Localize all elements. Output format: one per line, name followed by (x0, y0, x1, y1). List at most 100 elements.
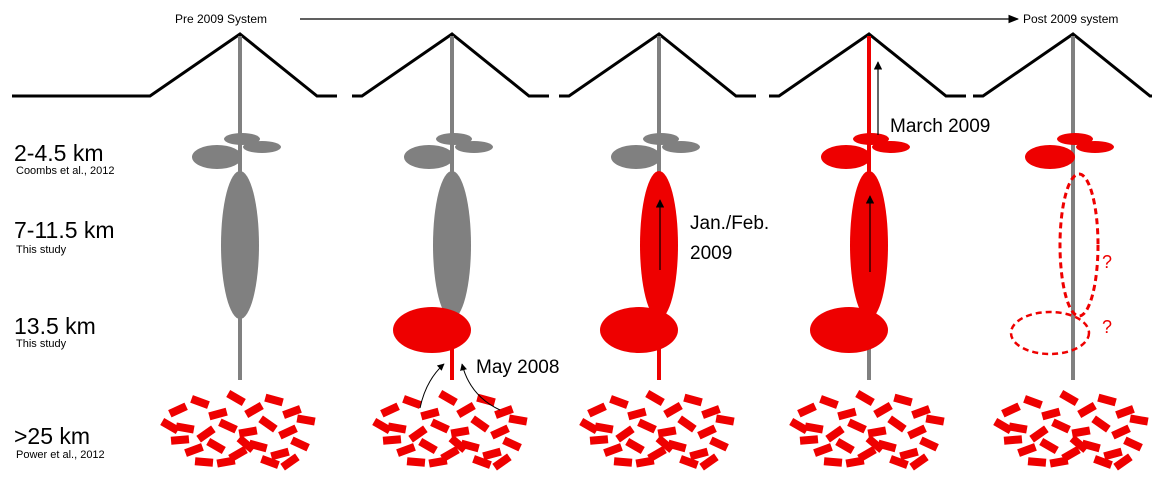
shallow-reservoir (611, 145, 661, 169)
deep-magma-blob (677, 416, 696, 433)
deep-magma-blob (402, 395, 422, 409)
deep-magma-blob (847, 419, 867, 434)
deep-magma-blob (264, 394, 283, 406)
deep-magma-blob (625, 438, 645, 454)
ascent-arrow (420, 364, 444, 408)
shallow-reservoir (1025, 145, 1075, 169)
deep-magma-blob (438, 390, 458, 406)
deep-magma-blob (627, 408, 646, 420)
shallow-reservoir (662, 141, 700, 153)
deep-magma-blob (383, 435, 402, 445)
deep-magma-blob (171, 435, 190, 445)
deep-magma-blob (813, 443, 833, 457)
shallow-reservoir (455, 141, 493, 153)
shallow-reservoir (243, 141, 281, 153)
depth-source: This study (16, 338, 67, 350)
volcano-profile (12, 34, 337, 96)
depth-label: 13.5 km (14, 313, 96, 339)
deep-magma-blob (195, 457, 214, 467)
deep-reservoir (600, 307, 678, 353)
mid-reservoir (850, 171, 888, 319)
deep-magma-blob (1091, 416, 1110, 433)
deep-magma-blob (270, 448, 289, 460)
deep-magma-blob (1103, 448, 1122, 460)
deep-magma-blob (258, 416, 277, 433)
deep-magma-blob (603, 443, 623, 457)
deep-magma-blob (168, 403, 188, 418)
deep-magma-blob (590, 435, 609, 445)
deep-magma-blob (206, 438, 226, 454)
mid-reservoir-uncertain (1060, 174, 1098, 316)
depth-label: 7-11.5 km (14, 217, 115, 243)
deep-magma-blob (1049, 456, 1068, 467)
deep-magma-blob (587, 403, 607, 418)
timeline-start-label: Pre 2009 System (175, 12, 267, 26)
deep-magma-blob (482, 448, 501, 460)
deep-magma-blob (887, 416, 906, 433)
deep-magma-blob (278, 425, 298, 440)
deep-magma-blob (715, 414, 734, 425)
shallow-reservoir (872, 141, 910, 153)
deep-magma-blob (1097, 394, 1116, 406)
deep-magma-blob (683, 394, 702, 406)
deep-magma-blob (160, 418, 180, 434)
depth-source: This study (16, 244, 67, 256)
deep-magma-blob (899, 448, 918, 460)
deep-magma-blob (1004, 435, 1023, 445)
deep-magma-blob (490, 425, 510, 440)
deep-magma-blob (1111, 425, 1131, 440)
deep-magma-blob (380, 403, 400, 418)
deep-magma-blob (635, 456, 654, 467)
deep-magma-blob (907, 425, 927, 440)
deep-magma-blob (420, 408, 439, 420)
deep-magma-blob (873, 402, 893, 418)
deep-reservoir (393, 307, 471, 353)
deep-magma-blob (925, 414, 944, 425)
deep-magma-blob (396, 443, 416, 457)
mid-reservoir (640, 171, 678, 319)
shallow-reservoir (821, 145, 871, 169)
deep-magma-blob (456, 402, 476, 418)
deep-magma-blob (502, 437, 522, 452)
deep-magma-blob (800, 435, 819, 445)
annotation-may-2008: May 2008 (476, 357, 559, 378)
depth-labels: 2-4.5 km Coombs et al., 2012 7-11.5 km T… (14, 140, 115, 461)
deep-magma-blob (418, 438, 438, 454)
unknown-mark-deep: ? (1102, 317, 1112, 337)
deep-magma-blob (1041, 408, 1060, 420)
deep-magma-blob (1129, 414, 1148, 425)
deep-magma-blob (296, 414, 315, 425)
shallow-reservoir (404, 145, 454, 169)
deep-magma-blob (819, 395, 839, 409)
deep-magma-blob (1051, 419, 1071, 434)
deep-magma-blob (428, 456, 447, 467)
deep-magma-blob (855, 390, 875, 406)
deep-magma-blob (1059, 390, 1079, 406)
deep-magma-blob (663, 402, 683, 418)
deep-magma-blob (919, 437, 939, 452)
deep-reservoir-uncertain (1011, 312, 1089, 354)
deep-magma-blob (709, 437, 729, 452)
shallow-reservoir (1076, 141, 1114, 153)
deep-magma-blob (837, 408, 856, 420)
depth-source: Power et al., 2012 (16, 449, 105, 461)
deep-magma-blob (689, 448, 708, 460)
deep-magma-blob (645, 390, 665, 406)
deep-magma-blob (1017, 443, 1037, 457)
depth-source: Coombs et al., 2012 (16, 165, 114, 177)
deep-magma-blob (893, 394, 912, 406)
deep-magma-blob (430, 419, 450, 434)
deep-magma-blob (372, 418, 392, 434)
deep-magma-blob (470, 416, 489, 433)
deep-magma-blob (184, 443, 204, 457)
deep-magma-blob (1123, 437, 1143, 452)
unknown-mark-mid: ? (1102, 252, 1112, 272)
deep-magma-blob (614, 457, 633, 467)
deep-magma-blob (226, 390, 246, 406)
deep-magma-blob (1023, 395, 1043, 409)
deep-magma-blob (190, 395, 210, 409)
deep-magma-blob (1001, 403, 1021, 418)
stage-panels (12, 34, 1152, 470)
volcano-profile (973, 34, 1152, 96)
